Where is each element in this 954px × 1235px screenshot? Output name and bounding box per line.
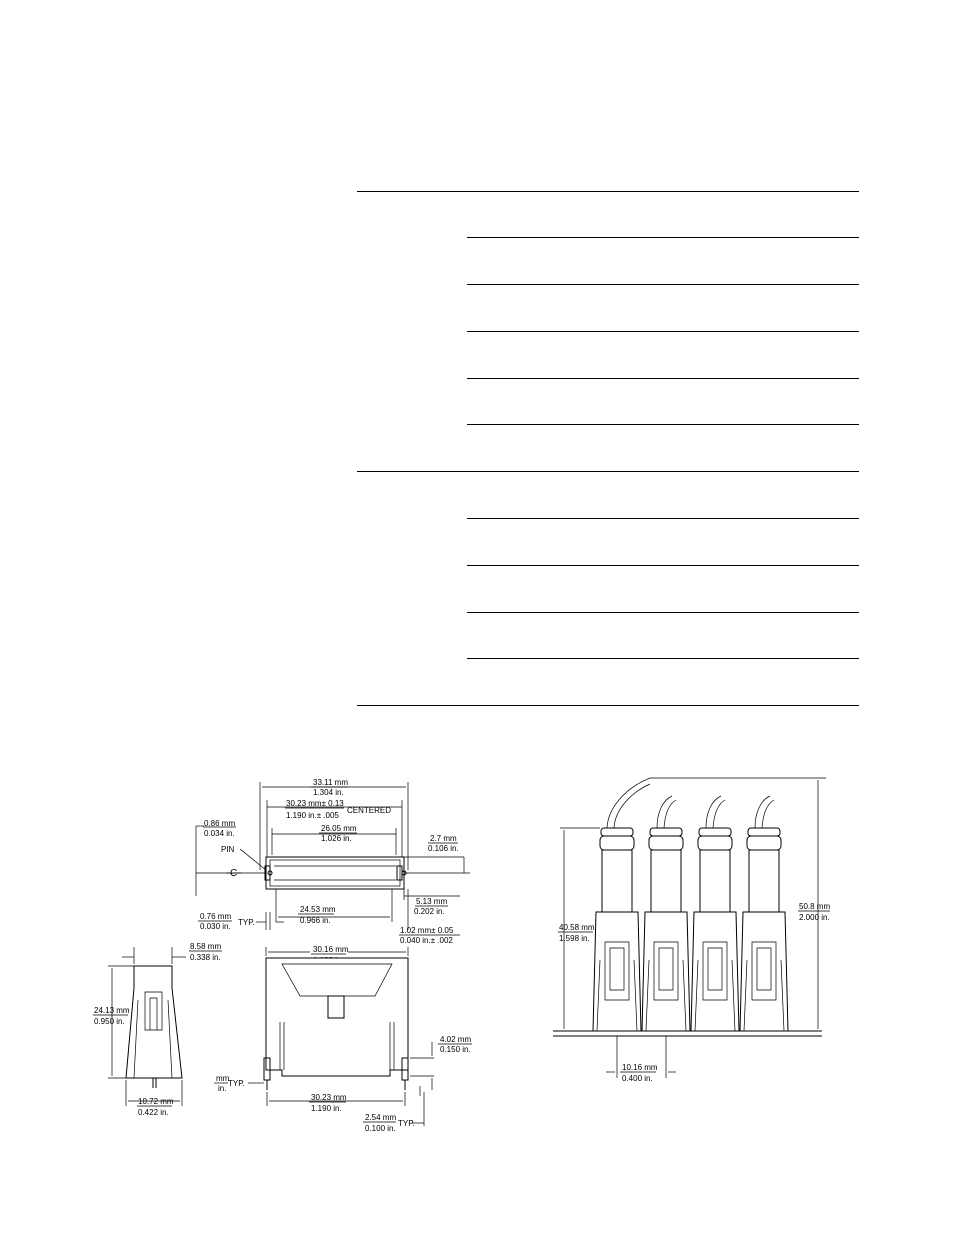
side-in: 0.202 in. — [414, 907, 445, 916]
side-view-drawing: 8.58 mm 0.338 in. 24.13 mm 0.950 in. 10.… — [93, 942, 222, 1117]
device — [690, 795, 740, 1032]
array-height-in: 1.598 in. — [559, 934, 590, 943]
table-rule — [467, 237, 859, 238]
device — [641, 795, 691, 1032]
bottom-in: 0.966 in. — [300, 916, 331, 925]
pitch-typ-label: TYP. — [398, 1119, 415, 1128]
typ-label: TYP. — [238, 918, 255, 927]
overall-in: 1.304 in. — [313, 788, 344, 797]
centered-mm: 30.23 mm± 0.13 — [286, 799, 344, 808]
offset-in: 0.034 in. — [204, 829, 235, 838]
front-view-drawing: 30.16 mm 1.188 in. 4.02 mm 0.150 in. mm … — [214, 945, 472, 1133]
bottom-mm: 24.53 mm — [300, 905, 336, 914]
array-pitch-in: 0.400 in. — [622, 1074, 653, 1083]
pin-label: PIN — [221, 845, 235, 854]
pin-height-mm: 4.02 mm — [440, 1035, 471, 1044]
table-rule — [467, 658, 859, 659]
side-height-mm: 24.13 mm — [94, 1006, 130, 1015]
side-width-mm: 8.58 mm — [190, 942, 221, 951]
table-rule-bottom — [357, 705, 859, 706]
array-pitch-mm: 10.16 mm — [622, 1063, 658, 1072]
device — [592, 777, 655, 1032]
table-rule-top — [357, 191, 859, 192]
table-rule — [467, 331, 859, 332]
side-width-in: 0.338 in. — [190, 953, 221, 962]
table-rule — [467, 565, 859, 566]
side-mm: 5.13 mm — [416, 897, 447, 906]
overall-mm: 33.11 mm — [313, 778, 348, 787]
table-rule — [467, 424, 859, 425]
right-in: 0.106 in. — [428, 844, 459, 853]
hole-in: 0.040 in.± .002 — [400, 936, 453, 945]
top-view-drawing: 33.11 mm 1.304 in. 30.23 mm± 0.13 1.190 … — [195, 778, 470, 945]
centerline-label: C — [230, 868, 237, 879]
centered-label: CENTERED — [347, 806, 391, 815]
front-typ-label: TYP. — [228, 1079, 245, 1088]
table-rule-group — [357, 471, 859, 472]
pitch-in: 0.100 in. — [365, 1124, 396, 1133]
pin-width-mm: mm — [216, 1074, 230, 1083]
pin-width-in: in. — [218, 1084, 226, 1093]
array-total-mm: 50.8 mm — [799, 902, 830, 911]
pin-height-in: 0.150 in. — [440, 1045, 471, 1054]
table-rule — [467, 378, 859, 379]
side-height-in: 0.950 in. — [94, 1017, 125, 1026]
right-mm: 2.7 mm — [430, 834, 457, 843]
offset-mm: 0.86 mm — [204, 819, 235, 828]
centered-in: 1.190 in.± .005 — [286, 811, 339, 820]
inner-in: 1.026 in. — [321, 834, 352, 843]
pitch-mm: 2.54 mm — [365, 1113, 396, 1122]
pin-in: 0.030 in. — [200, 922, 231, 931]
array-view-drawing: 40.58 mm 1.598 in. 50.8 mm 2.000 in. 10.… — [553, 777, 830, 1083]
table-rule — [467, 612, 859, 613]
side-base-mm: 10.72 mm — [138, 1097, 174, 1106]
front-top-mm: 30.16 mm — [313, 945, 349, 954]
front-base-mm: 30.23 mm — [311, 1093, 347, 1102]
device — [739, 795, 789, 1032]
array-total-in: 2.000 in. — [799, 913, 830, 922]
array-height-mm: 40.58 mm — [559, 923, 595, 932]
side-base-in: 0.422 in. — [138, 1108, 169, 1117]
hole-mm: 1.02 mm± 0.05 — [400, 926, 454, 935]
table-rule — [467, 284, 859, 285]
pin-mm: 0.76 mm — [200, 912, 231, 921]
inner-mm: 26.05 mm — [321, 824, 357, 833]
table-rule — [467, 518, 859, 519]
front-base-in: 1.190 in. — [311, 1104, 342, 1113]
